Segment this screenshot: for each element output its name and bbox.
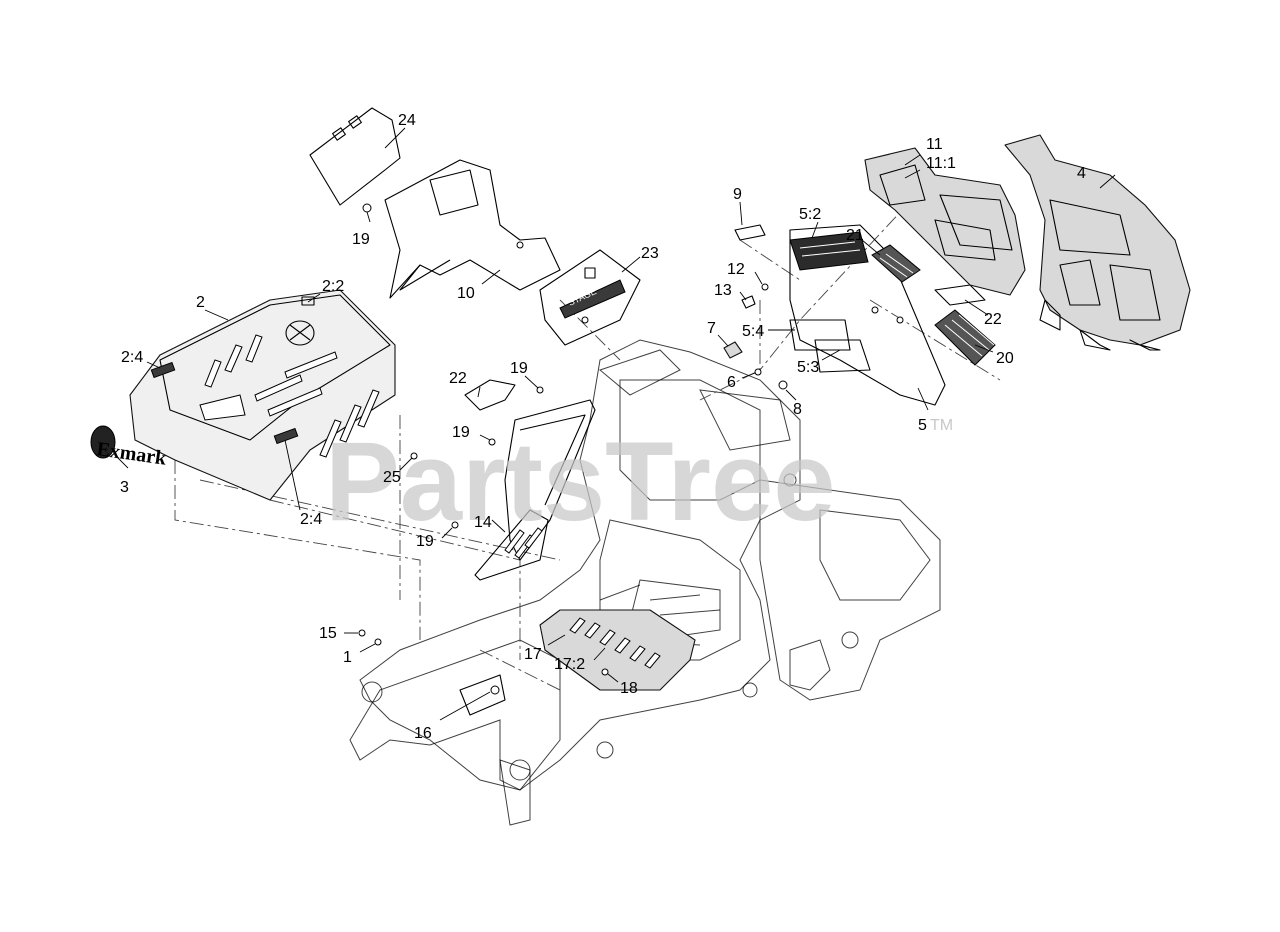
plate-5-4 [789, 319, 851, 351]
callout-17: 17 [524, 646, 542, 663]
part-11-console-cover [864, 147, 1026, 296]
callout-13: 13 [714, 282, 732, 299]
callout-15: 15 [319, 625, 337, 642]
part-5-panel-plate [789, 224, 946, 406]
washer-12 [761, 283, 769, 291]
callout-23: 23 [641, 245, 659, 262]
shroud-vent-slots [199, 334, 380, 458]
callout-16: 16 [414, 725, 432, 742]
callout-18: 18 [620, 680, 638, 697]
callout-8: 8 [793, 401, 802, 418]
callout-labels: 24 19 10 23 2 2:2 2:4 3 2:4 25 22 19 19 … [120, 112, 1086, 742]
callout-2-2: 2:2 [322, 278, 344, 295]
watermark-text: PartsTree [325, 419, 836, 544]
part-20-grille [934, 309, 996, 366]
callout-21: 21 [846, 227, 864, 244]
callout-22-left: 22 [449, 370, 467, 387]
callout-25: 25 [383, 469, 401, 486]
callout-12: 12 [727, 261, 745, 278]
callout-5-3: 5:3 [797, 359, 819, 376]
part-24-sheet [309, 107, 401, 213]
callout-6: 6 [727, 374, 736, 391]
callout-5-2: 5:2 [799, 206, 821, 223]
part-22-left [464, 379, 516, 411]
callout-2-4-upper: 2:4 [121, 349, 143, 366]
callout-11-1: 11:1 [926, 155, 956, 172]
callout-11: 11 [926, 136, 943, 153]
bolt-19-upper [362, 203, 372, 213]
callout-22-right: 22 [984, 311, 1002, 328]
part-10-bracket [384, 159, 561, 299]
clip-13 [741, 295, 756, 309]
callout-5-4: 5:4 [742, 323, 764, 340]
callout-1: 1 [343, 649, 352, 666]
hardware-9-12-13-7-6-8 [723, 224, 788, 390]
callout-17-2: 17:2 [554, 656, 585, 673]
leader-lines [114, 127, 1116, 721]
callout-9: 9 [733, 186, 742, 203]
callout-3: 3 [120, 479, 129, 496]
callout-19-left: 19 [452, 424, 470, 441]
bracket-16 [459, 674, 506, 716]
part-23-decal-plate: STAGE [539, 249, 641, 346]
callout-2: 2 [196, 294, 205, 311]
callout-19-lower: 19 [416, 533, 434, 550]
callout-7: 7 [707, 320, 716, 337]
callout-10: 10 [457, 285, 475, 302]
nut-8 [778, 380, 788, 390]
chassis-frame [349, 339, 941, 826]
callout-4: 4 [1077, 165, 1086, 182]
callout-20: 20 [996, 350, 1014, 367]
knob-7 [723, 341, 743, 359]
callout-19-mid: 19 [510, 360, 528, 377]
callout-2-4-lower: 2:4 [300, 511, 322, 528]
callout-14: 14 [474, 514, 492, 531]
part-22-right [934, 284, 986, 306]
callout-19-upper: 19 [352, 231, 370, 248]
pin-9 [734, 224, 766, 241]
part-2-shroud [129, 289, 396, 501]
part-17-step-plate [539, 609, 696, 691]
washer-6 [754, 368, 762, 376]
part-21-grille [871, 244, 921, 283]
callout-5: 5 [918, 417, 927, 434]
part-14-side-panel [451, 386, 596, 581]
plate-5-3 [814, 339, 871, 373]
part-4-housing [1004, 134, 1191, 351]
washer-15 [358, 629, 366, 637]
small-hardware [358, 452, 506, 716]
partstree-watermark: PartsTree TM [325, 417, 953, 544]
callout-24: 24 [398, 112, 416, 129]
nut-25 [410, 452, 418, 460]
watermark-tm: TM [930, 417, 953, 434]
nut-1 [374, 638, 382, 646]
